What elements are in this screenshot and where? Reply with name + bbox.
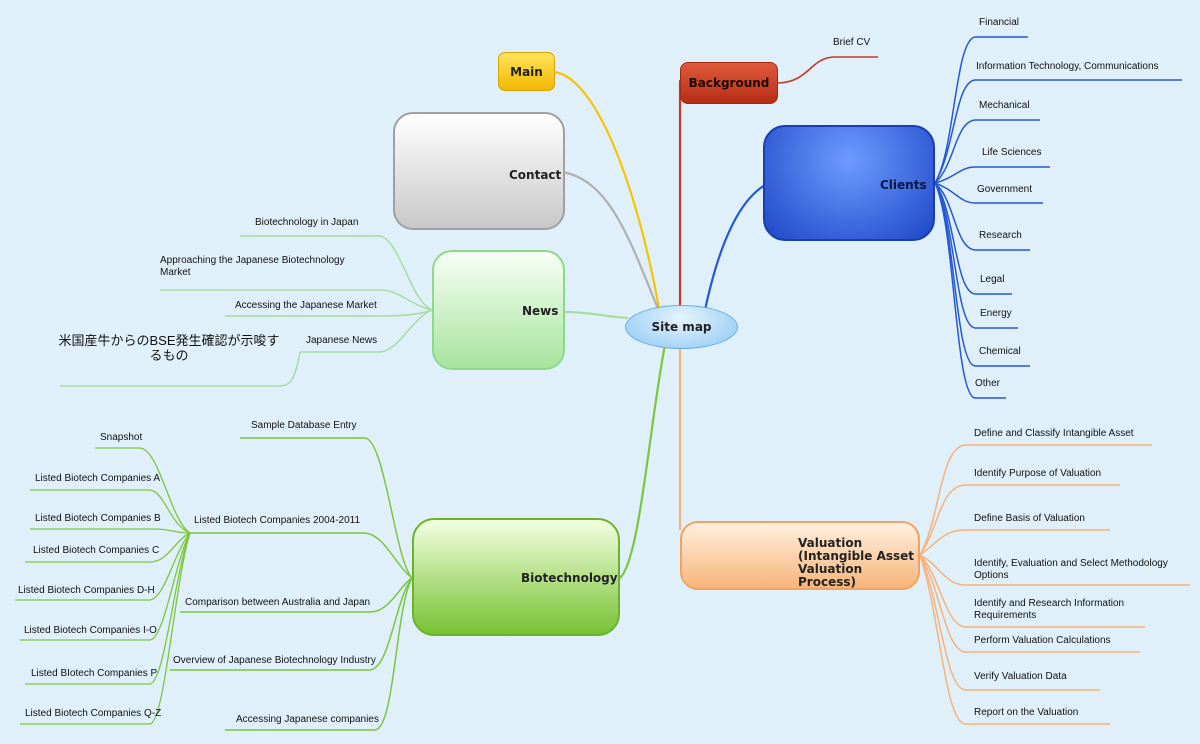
contact-label: Contact xyxy=(509,168,562,182)
topic-brief-cv[interactable]: Brief CV xyxy=(833,37,871,48)
listed-snapshot[interactable]: Snapshot xyxy=(100,432,143,443)
center-node[interactable]: Site map xyxy=(625,305,738,349)
client-energy[interactable]: Energy xyxy=(980,308,1012,319)
valuation-methodology[interactable]: Identify, Evaluation and Select Methodol… xyxy=(974,558,1168,581)
main-node[interactable]: Main xyxy=(498,52,555,91)
biotech-accessing-companies[interactable]: Accessing Japanese companies xyxy=(236,714,379,725)
client-financial[interactable]: Financial xyxy=(979,17,1020,28)
background-label: Background xyxy=(688,76,770,90)
client-mechanical[interactable]: Mechanical xyxy=(979,100,1030,111)
valuation-research-info[interactable]: Identify and Research Information Requir… xyxy=(974,598,1125,621)
valuation-node[interactable]: Valuation (Intangible Asset Valuation Pr… xyxy=(680,521,920,590)
valuation-define-basis[interactable]: Define Basis of Valuation xyxy=(974,513,1085,524)
client-life-sciences[interactable]: Life Sciences xyxy=(982,147,1042,158)
contact-node[interactable]: Contact xyxy=(393,112,565,230)
listed-d-h[interactable]: Listed Biotech Companies D-H xyxy=(18,585,155,596)
valuation-label-3: Valuation Process) xyxy=(798,562,863,589)
client-other[interactable]: Other xyxy=(975,378,1001,389)
main-label: Main xyxy=(510,64,543,79)
biotechnology-label: Biotechnology xyxy=(521,571,618,585)
valuation-calculations[interactable]: Perform Valuation Calculations xyxy=(974,635,1111,646)
listed-p[interactable]: Listed BIotech Companies P xyxy=(31,668,158,679)
news-japanese-news[interactable]: Japanese News xyxy=(306,335,378,346)
biotech-comparison[interactable]: Comparison between Australia and Japan xyxy=(185,597,371,608)
listed-q-z[interactable]: Listed Biotech Companies Q-Z xyxy=(25,708,162,719)
listed-a[interactable]: Listed Biotech Companies A xyxy=(35,473,161,484)
news-biotech-in-japan[interactable]: Biotechnology in Japan xyxy=(255,217,359,228)
valuation-label-2: (Intangible Asset xyxy=(798,549,915,563)
biotechnology-node[interactable]: Biotechnology xyxy=(412,518,620,636)
biotech-overview[interactable]: Overview of Japanese Biotechnology Indus… xyxy=(173,655,376,666)
news-node[interactable]: News xyxy=(432,250,565,370)
client-chemical[interactable]: Chemical xyxy=(979,346,1021,357)
biotech-listed-2004-2011[interactable]: Listed Biotech Companies 2004-2011 xyxy=(194,515,361,526)
valuation-define-classify[interactable]: Define and Classify Intangible Asset xyxy=(974,428,1134,439)
client-government[interactable]: Government xyxy=(977,184,1033,195)
valuation-report[interactable]: Report on the Valuation xyxy=(974,707,1079,718)
valuation-verify-data[interactable]: Verify Valuation Data xyxy=(974,671,1067,682)
clients-label: Clients xyxy=(880,178,927,192)
news-accessing-market[interactable]: Accessing the Japanese Market xyxy=(235,300,377,311)
news-approaching-market[interactable]: Approaching the Japanese Biotechnology M… xyxy=(160,255,345,278)
news-bse-article[interactable]: 米国産牛からのBSE発生確認が示唆するもの xyxy=(58,333,280,363)
listed-b[interactable]: Listed Biotech Companies B xyxy=(35,513,161,524)
client-it-communications[interactable]: Information Technology, Communications xyxy=(976,61,1159,72)
valuation-label-1: Valuation xyxy=(798,536,863,550)
valuation-identify-purpose[interactable]: Identify Purpose of Valuation xyxy=(974,468,1102,479)
listed-c[interactable]: Listed Biotech Companies C xyxy=(33,545,160,556)
background-node[interactable]: Background xyxy=(680,62,778,104)
client-legal[interactable]: Legal xyxy=(980,274,1005,285)
biotech-sample-db[interactable]: Sample Database Entry xyxy=(251,420,357,431)
center-label: Site map xyxy=(651,320,712,334)
news-label: News xyxy=(522,304,559,318)
clients-node[interactable]: Clients xyxy=(763,125,935,241)
listed-i-o[interactable]: Listed Biotech Companies I-O xyxy=(24,625,157,636)
client-research[interactable]: Research xyxy=(979,230,1022,241)
